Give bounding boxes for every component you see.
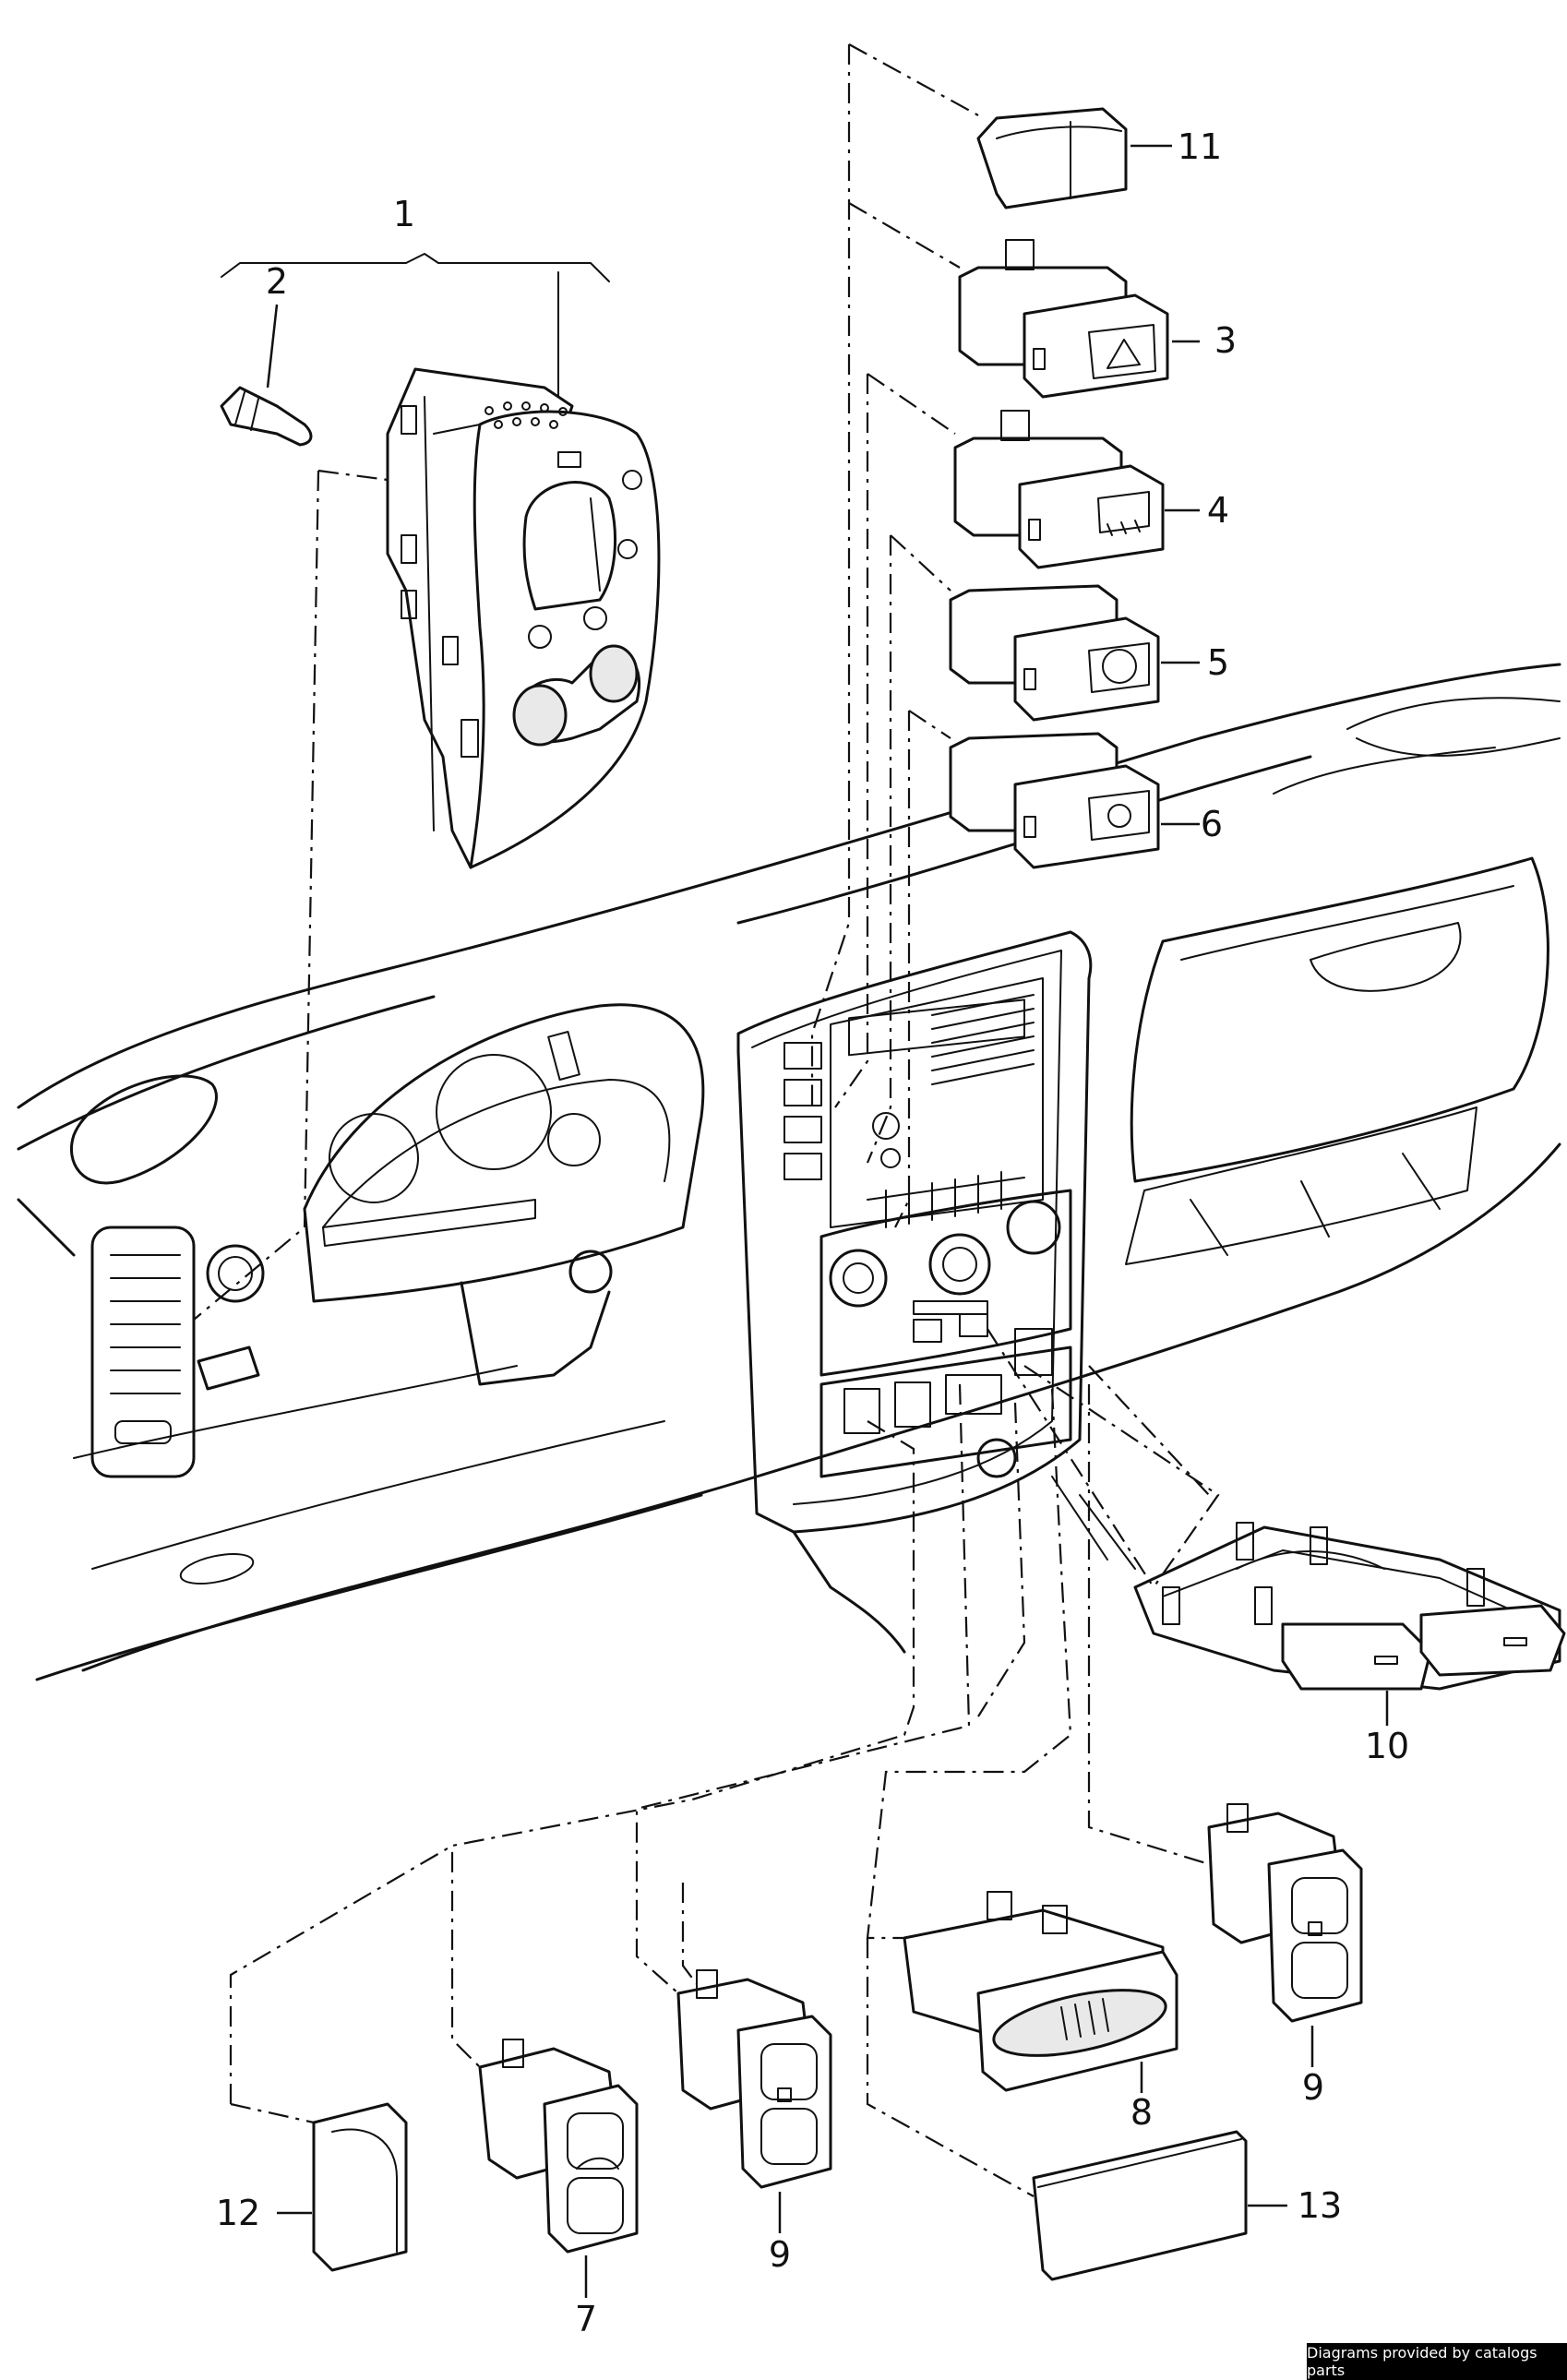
switch-part-3: [958, 239, 1200, 399]
callout-11: 11: [1178, 126, 1222, 167]
callout-10: 10: [1365, 1726, 1409, 1766]
heater-control-part-8: [903, 1891, 1178, 2093]
blank-cover-part-13: [1032, 2130, 1287, 2281]
bulb-part: [220, 304, 313, 447]
dashboard-outline: [17, 663, 1561, 1681]
blank-cover-part-12: [277, 2102, 408, 2272]
callout-labels: 1 2 11 3 4 5 6 10 9 8 13 12 9 7: [216, 126, 1409, 2339]
switch-part-6: [949, 732, 1200, 869]
switch-part-11: [976, 107, 1172, 209]
callout-12: 12: [216, 2193, 260, 2233]
switch-part-7: [478, 2039, 639, 2298]
callout-9-right: 9: [1302, 2067, 1324, 2108]
callout-2: 2: [266, 261, 288, 302]
switch-part-9-left: [676, 1969, 832, 2233]
headlight-switch-module: [221, 253, 661, 869]
callout-1: 1: [393, 194, 415, 234]
callout-9-left: 9: [769, 2234, 791, 2275]
switch-block-part-10: [1133, 1522, 1566, 1726]
callout-8: 8: [1130, 2092, 1153, 2133]
callout-6: 6: [1201, 804, 1223, 844]
callout-13: 13: [1298, 2185, 1342, 2226]
switch-part-9-right: [1207, 1803, 1363, 2067]
callout-4: 4: [1207, 490, 1229, 531]
callout-7: 7: [575, 2299, 597, 2339]
callout-3: 3: [1214, 320, 1237, 361]
assembly-dashed-lines: [193, 43, 1220, 2197]
switch-part-4: [953, 410, 1200, 569]
switch-part-5: [949, 584, 1200, 722]
callout-5: 5: [1207, 642, 1229, 683]
credit-banner: Diagrams provided by catalogs parts: [1307, 2343, 1567, 2380]
